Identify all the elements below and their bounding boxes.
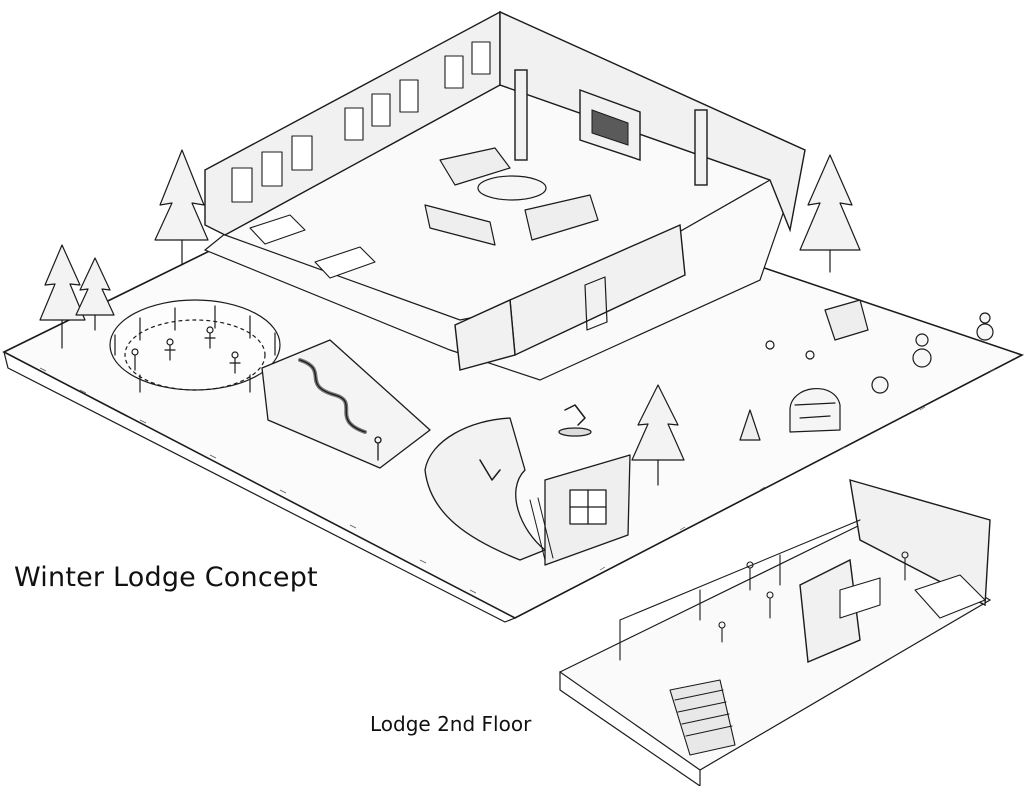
pine-trees	[39, 149, 861, 486]
dining-tables	[249, 214, 376, 279]
living-area	[424, 147, 599, 246]
skating-rink	[109, 299, 281, 393]
lodge-building	[203, 10, 806, 381]
pine-tree	[799, 154, 861, 273]
second-floor-cutaway	[558, 479, 992, 786]
pine-tree	[39, 244, 86, 349]
fireplace	[579, 88, 641, 161]
pine-tree	[631, 384, 685, 486]
pine-tree	[154, 149, 209, 266]
half-pipe	[424, 404, 631, 566]
skater-figures	[131, 326, 241, 374]
pine-tree	[75, 257, 115, 331]
second-floor-caption: Lodge 2nd Floor	[370, 712, 532, 736]
sled-hill	[261, 339, 431, 469]
snow-fort-area	[739, 299, 994, 441]
main-title: Winter Lodge Concept	[14, 562, 318, 593]
